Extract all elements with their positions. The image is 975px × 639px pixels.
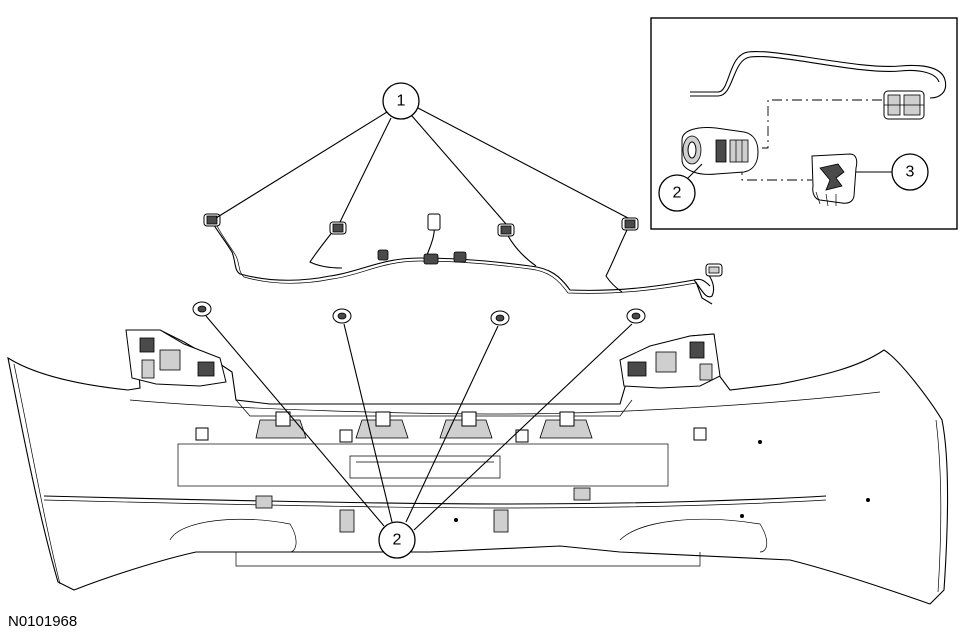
left-bumper-bracket <box>125 329 227 387</box>
harness-connector-4 <box>621 217 639 231</box>
callout-3-label: 3 <box>906 164 915 181</box>
inset-alignment-line-upper <box>762 99 882 149</box>
inset-connector <box>883 90 925 120</box>
figure-id-label: N0101968 <box>8 613 78 630</box>
callout-1-leaders <box>215 107 629 225</box>
callout-2-detail: 2 <box>658 174 696 212</box>
right-bumper-bracket <box>619 333 721 389</box>
harness-connector-2 <box>329 221 347 235</box>
inset-harness-wire <box>690 50 947 99</box>
parking-aid-sensor-2 <box>332 308 352 324</box>
parking-aid-sensor-1 <box>192 301 212 317</box>
inset-retainer-clip <box>811 153 858 207</box>
inset-sensor <box>681 127 759 175</box>
parking-aid-sensor-3 <box>490 310 510 326</box>
callout-1-label: 1 <box>397 93 406 110</box>
callout-2-label: 2 <box>393 532 402 549</box>
callout-2: 2 <box>378 521 416 559</box>
callout-2-leaders <box>205 315 633 531</box>
inset-frame <box>650 17 958 230</box>
callout-2-detail-label: 2 <box>673 185 682 202</box>
rear-bumper-cover <box>7 329 949 605</box>
parking-aid-sensor-wiring-harness <box>203 213 723 305</box>
parking-aid-sensor-4 <box>626 308 646 324</box>
sensor-mounting-bosses <box>255 411 593 439</box>
callout-1: 1 <box>382 82 420 120</box>
callout-3: 3 <box>891 153 929 191</box>
harness-connector-1 <box>203 213 221 227</box>
bumper-center-panel <box>177 443 669 487</box>
harness-connector-3 <box>497 223 515 237</box>
detail-inset: 2 3 <box>650 17 958 230</box>
inset-leader-2 <box>687 163 703 179</box>
